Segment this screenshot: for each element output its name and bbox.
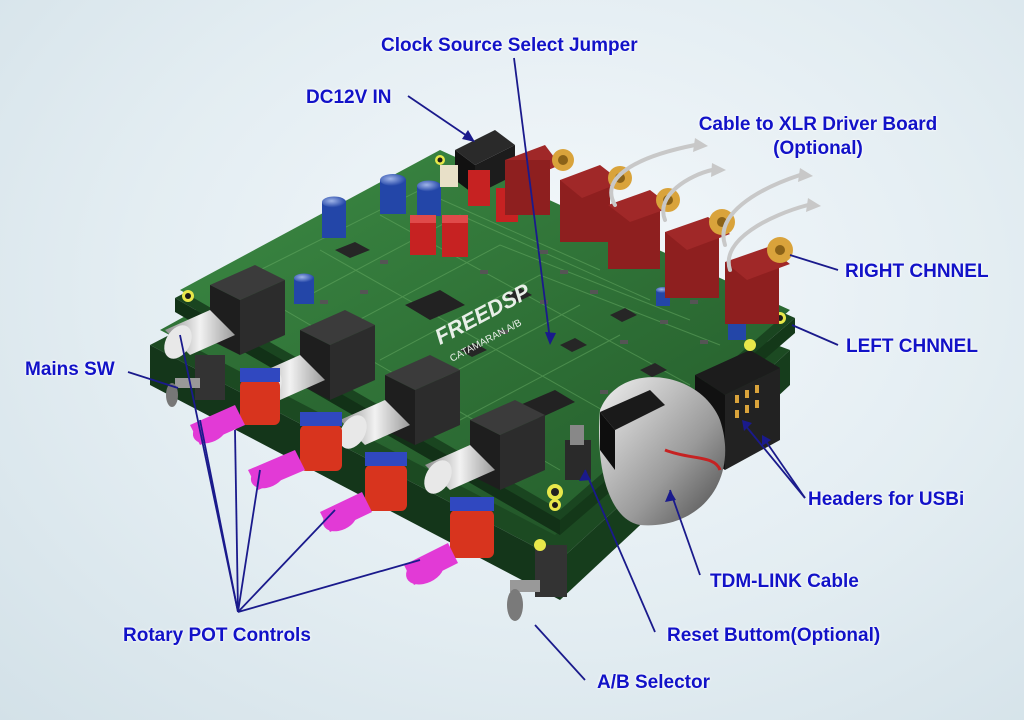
cable-xlr-label-line1: Cable to XLR Driver Board [698,114,938,135]
left-channel-label: LEFT CHNNEL [846,336,978,357]
cable-xlr-label: Cable to XLR Driver Board (Optional) [686,113,950,161]
headers-usbi-label: Headers for USBi [808,489,965,510]
lower-mounting-holes [534,339,756,551]
callout-lines [127,57,839,681]
xlr-cable-arrows [609,143,810,272]
rotary-pot-label: Rotary POT Controls [123,625,311,646]
ab-selector-part [507,545,567,621]
xlr-arrowheads [693,138,821,212]
tdm-link-label: TDM-LINK Cable [710,571,859,592]
pot-housings [164,265,545,494]
tdm-link-cable [599,377,726,526]
ab-selector-label: A/B Selector [597,672,710,693]
callout-arrowheads [462,130,771,502]
right-channel-label: RIGHT CHNNEL [845,261,989,282]
cable-xlr-label-line2: (Optional) [773,138,863,159]
clock-source-label: Clock Source Select Jumper [381,35,638,56]
mains-switch-part [166,355,225,407]
mains-sw-label: Mains SW [25,359,115,380]
reset-button-label: Reset Buttom(Optional) [667,625,881,646]
dc12v-in-label: DC12V IN [306,87,392,108]
